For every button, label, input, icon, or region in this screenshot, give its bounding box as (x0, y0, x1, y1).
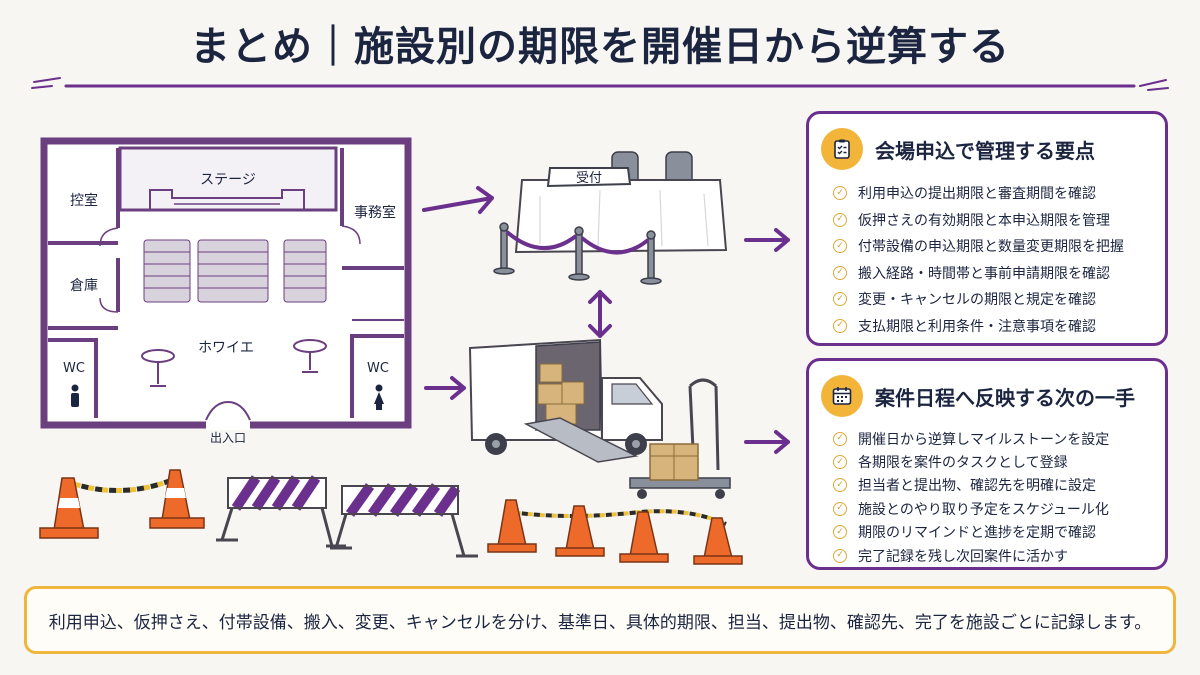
office-label: 事務室 (354, 204, 396, 221)
arrow-right-icon (422, 186, 494, 214)
reception-desk: 受付 (493, 151, 728, 285)
requirements-panel: 会場申込で管理する要点 ✓利用申込の提出期限と審査期間を確認 ✓仮押さえの有効期… (806, 111, 1168, 346)
entrance-label: 出入口 (210, 431, 246, 445)
arrow-right-icon (744, 430, 790, 454)
list-item: ✓各期限を案件のタスクとして登録 (833, 450, 1165, 473)
check-icon: ✓ (833, 455, 847, 470)
check-icon: ✓ (833, 318, 847, 333)
check-icon: ✓ (833, 478, 847, 493)
check-icon: ✓ (833, 525, 847, 540)
wc-right-label: WC (367, 361, 389, 376)
list-item: ✓利用申込の提出期限と審査期間を確認 (833, 180, 1165, 207)
storage-label: 倉庫 (70, 277, 98, 294)
delivery-truck (468, 338, 663, 463)
title-underline (31, 77, 1169, 91)
clipboard-check-icon (821, 128, 863, 170)
control-room-label: 控室 (70, 192, 98, 209)
next-steps-title: 案件日程へ反映する次の一手 (875, 385, 1135, 410)
check-icon: ✓ (833, 501, 847, 516)
check-icon: ✓ (833, 548, 847, 563)
calendar-icon (821, 375, 863, 417)
list-item: ✓開催日から逆算しマイルストーンを設定 (833, 427, 1165, 450)
male-restroom-icon (71, 384, 79, 407)
check-icon: ✓ (833, 431, 847, 446)
list-item: ✓付帯設備の申込期限と数量変更期限を把握 (833, 233, 1165, 260)
foyer-label: ホワイエ (198, 340, 254, 356)
list-item: ✓搬入経路・時間帯と事前申請期限を確認 (833, 260, 1165, 287)
stage-label: ステージ (200, 172, 256, 188)
list-item: ✓支払期限と利用条件・注意事項を確認 (833, 313, 1165, 340)
list-item: ✓担当者と提出物、確認先を明確に設定 (833, 474, 1165, 497)
female-restroom-icon (374, 384, 384, 410)
arrow-right-icon (744, 228, 790, 252)
list-item: ✓期限のリマインドと進捗を定期で確認 (833, 521, 1165, 544)
check-icon: ✓ (833, 212, 847, 227)
check-icon: ✓ (833, 265, 847, 280)
barricades (216, 475, 478, 558)
summary-footer: 利用申込、仮押さえ、付帯設備、搬入、変更、キャンセルを分け、基準日、具体的期限、… (24, 586, 1176, 654)
list-item: ✓変更・キャンセルの期限と規定を確認 (833, 286, 1165, 313)
requirements-title: 会場申込で管理する要点 (875, 138, 1095, 163)
list-item: ✓仮押さえの有効期限と本申込期限を管理 (833, 207, 1165, 234)
summary-text: 利用申込、仮押さえ、付帯設備、搬入、変更、キャンセルを分け、基準日、具体的期限、… (48, 612, 1152, 633)
list-item: ✓完了記録を残し次回案件に活かす (833, 544, 1165, 567)
check-icon: ✓ (833, 239, 847, 254)
venue-illustration: ステージ 控室 事務室 倉庫 ホワイエ WC WC 出入口 受付 (39, 137, 790, 565)
check-icon: ✓ (833, 186, 847, 201)
traffic-cones-left (39, 469, 205, 539)
list-item: ✓施設とのやり取り予定をスケジュール化 (833, 497, 1165, 520)
next-steps-panel: 案件日程へ反映する次の一手 ✓開催日から逆算しマイルストーンを設定 ✓各期限を案… (806, 358, 1168, 570)
double-arrow-icon (588, 290, 612, 338)
arrow-right-icon (424, 376, 466, 400)
reception-sign: 受付 (576, 171, 602, 186)
page-title: まとめ｜施設別の期限を開催日から逆算する (190, 24, 1010, 70)
hand-cart (629, 378, 731, 499)
check-icon: ✓ (833, 292, 847, 307)
wc-left-label: WC (63, 361, 85, 376)
traffic-cones-right (487, 499, 743, 565)
floor-plan: ステージ 控室 事務室 倉庫 ホワイエ WC WC 出入口 (40, 137, 412, 445)
